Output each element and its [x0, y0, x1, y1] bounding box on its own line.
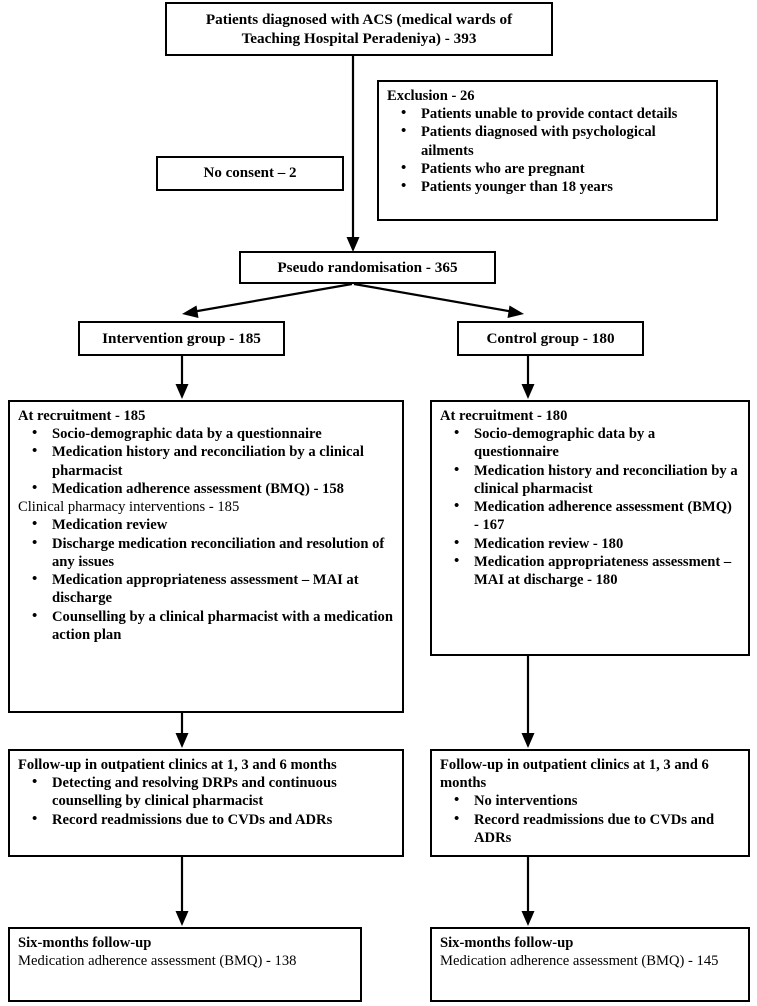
list-item: Discharge medication reconciliation and …	[32, 534, 394, 571]
list-item: Counselling by a clinical pharmacist wit…	[32, 607, 394, 644]
control-recruitment-list: Socio-demographic data by a questionnair…	[440, 424, 740, 589]
node-intervention-recruitment: At recruitment - 185 Socio-demographic d…	[8, 400, 404, 713]
node-enrollment: Patients diagnosed with ACS (medical war…	[165, 2, 553, 56]
node-control-followup: Follow-up in outpatient clinics at 1, 3 …	[430, 749, 750, 857]
intervention-recruitment-sublist: Medication review Discharge medication r…	[18, 515, 394, 644]
list-item: Patients younger than 18 years	[401, 177, 708, 196]
list-item: Medication appropriateness assessment – …	[454, 552, 740, 589]
enrollment-line-2: Teaching Hospital Peradeniya) - 393	[241, 30, 477, 47]
list-item: Detecting and resolving DRPs and continu…	[32, 773, 394, 810]
control-recruitment-header: At recruitment - 180	[440, 408, 568, 424]
list-item: Medication history and reconciliation by…	[454, 461, 740, 498]
intervention-group-label: Intervention group - 185	[102, 330, 261, 347]
control-six-months-header: Six-months follow-up	[440, 935, 574, 951]
intervention-six-months-header: Six-months follow-up	[18, 935, 152, 951]
node-intervention-group: Intervention group - 185	[78, 321, 285, 356]
enrollment-line-1: Patients diagnosed with ACS (medical war…	[205, 10, 513, 28]
list-item: Patients who are pregnant	[401, 159, 708, 178]
control-followup-header: Follow-up in outpatient clinics at 1, 3 …	[440, 757, 709, 792]
list-item: Medication review	[32, 515, 394, 534]
control-followup-list: No interventions Record readmissions due…	[440, 791, 740, 847]
list-item: Medication adherence assessment (BMQ) - …	[454, 497, 740, 534]
control-group-label: Control group - 180	[486, 330, 615, 347]
exclusion-header: Exclusion - 26	[387, 88, 475, 104]
list-item: Medication review - 180	[454, 534, 740, 553]
intervention-recruitment-subheader: Clinical pharmacy interventions - 185	[18, 499, 240, 516]
no-consent-label: No consent – 2	[203, 165, 297, 182]
list-item: Medication history and reconciliation by…	[32, 442, 394, 479]
intervention-followup-list: Detecting and resolving DRPs and continu…	[18, 773, 394, 829]
intervention-recruitment-list: Socio-demographic data by a questionnair…	[18, 424, 394, 498]
list-item: Record readmissions due to CVDs and ADRs	[32, 810, 394, 829]
node-exclusion: Exclusion - 26 Patients unable to provid…	[377, 80, 718, 221]
intervention-six-months-body: Medication adherence assessment (BMQ) - …	[18, 953, 297, 970]
node-no-consent: No consent – 2	[156, 156, 344, 191]
exclusion-list: Patients unable to provide contact detai…	[387, 104, 708, 196]
node-control-six-months: Six-months follow-up Medication adherenc…	[430, 927, 750, 1002]
list-item: Medication appropriateness assessment – …	[32, 570, 394, 607]
node-intervention-six-months: Six-months follow-up Medication adherenc…	[8, 927, 362, 1002]
intervention-recruitment-header: At recruitment - 185	[18, 408, 146, 424]
list-item: Socio-demographic data by a questionnair…	[32, 424, 394, 443]
list-item: Patients diagnosed with psychological ai…	[401, 122, 708, 159]
list-item: Medication adherence assessment (BMQ) - …	[32, 479, 394, 498]
node-intervention-followup: Follow-up in outpatient clinics at 1, 3 …	[8, 749, 404, 857]
node-pseudo-randomisation: Pseudo randomisation - 365	[239, 251, 496, 284]
control-six-months-body: Medication adherence assessment (BMQ) - …	[440, 953, 719, 970]
node-control-recruitment: At recruitment - 180 Socio-demographic d…	[430, 400, 750, 656]
list-item: Patients unable to provide contact detai…	[401, 104, 708, 123]
list-item: Record readmissions due to CVDs and ADRs	[454, 810, 740, 847]
node-control-group: Control group - 180	[457, 321, 644, 356]
randomisation-label: Pseudo randomisation - 365	[277, 259, 458, 276]
list-item: No interventions	[454, 791, 740, 810]
intervention-followup-header: Follow-up in outpatient clinics at 1, 3 …	[18, 757, 337, 773]
list-item: Socio-demographic data by a questionnair…	[454, 424, 740, 461]
